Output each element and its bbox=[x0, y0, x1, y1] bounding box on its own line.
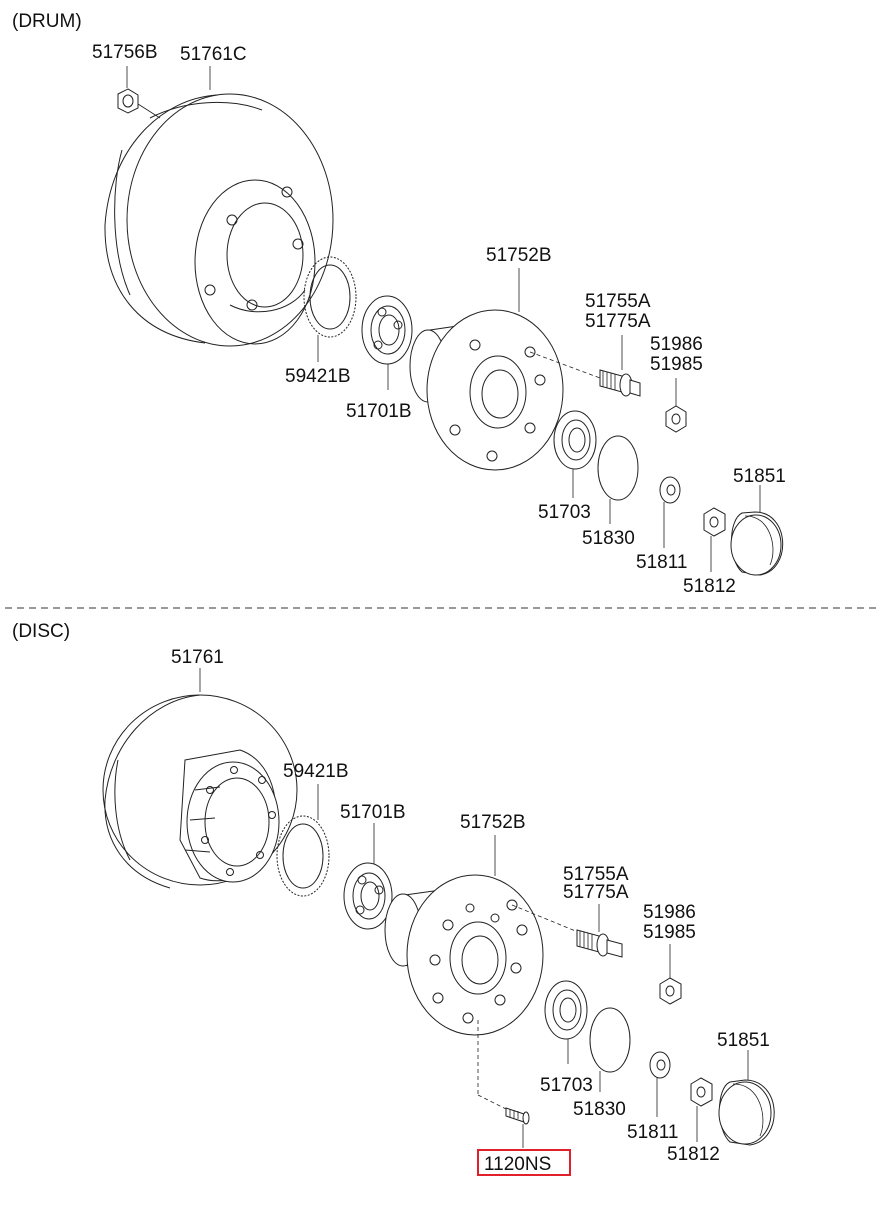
disc-hub-drawing bbox=[384, 835, 579, 1111]
hub-bolt-drawing bbox=[599, 335, 641, 397]
hub-cap-drawing bbox=[730, 485, 784, 576]
label-disc-inner-bearing: 51701B bbox=[340, 802, 406, 823]
washer-drawing bbox=[659, 476, 681, 548]
label-drum-bolt-a: 51755A bbox=[585, 291, 651, 312]
disc-inner-bearing-drawing bbox=[343, 823, 393, 930]
label-disc-brake-disc: 51761 bbox=[171, 647, 224, 668]
hub-nut-drawing bbox=[665, 378, 687, 433]
section-title-drum: (DRUM) bbox=[12, 11, 82, 32]
label-drum-brake-drum: 51761C bbox=[180, 44, 247, 65]
label-disc-screw: 1120NS bbox=[484, 1154, 551, 1175]
brake-disc-drawing bbox=[102, 668, 298, 889]
label-disc-snap-ring: 51830 bbox=[573, 1099, 626, 1120]
label-drum-hub-cap: 51851 bbox=[733, 466, 786, 487]
inner-bearing-drawing bbox=[361, 295, 413, 390]
label-drum-bolt-b: 51775A bbox=[585, 311, 651, 332]
label-drum-snap-ring: 51830 bbox=[582, 528, 635, 549]
disc-snap-ring-drawing bbox=[589, 1007, 631, 1092]
disc-lock-nut-drawing bbox=[690, 1077, 713, 1142]
disc-hub-nut-drawing bbox=[659, 944, 682, 1005]
label-drum-hub: 51752B bbox=[486, 245, 552, 266]
label-disc-hub: 51752B bbox=[460, 812, 526, 833]
label-drum-washer: 51811 bbox=[636, 552, 687, 573]
outer-bearing-drawing bbox=[553, 410, 597, 498]
label-disc-bolt-b: 51775A bbox=[563, 882, 629, 903]
label-disc-hub-cap: 51851 bbox=[717, 1030, 770, 1051]
label-drum-nut-a: 51986 bbox=[650, 334, 703, 355]
label-drum-outer-bearing: 51703 bbox=[538, 502, 591, 523]
disc-washer-drawing bbox=[649, 1051, 671, 1117]
label-disc-outer-bearing: 51703 bbox=[540, 1075, 593, 1096]
tone-wheel-drawing bbox=[303, 256, 357, 362]
disc-hub-bolt-drawing bbox=[576, 904, 623, 958]
section-title-disc: (DISC) bbox=[12, 621, 70, 642]
hub-drawing bbox=[409, 268, 601, 471]
snap-ring-drawing bbox=[597, 435, 639, 524]
label-drum-nut-b: 51985 bbox=[650, 354, 703, 375]
brake-drum-drawing bbox=[104, 93, 334, 347]
screw-highlight-box bbox=[477, 1149, 571, 1176]
lock-nut-drawing bbox=[703, 507, 726, 572]
label-disc-tone-wheel: 59421B bbox=[283, 761, 349, 782]
disc-hub-cap-drawing bbox=[718, 1050, 775, 1146]
wheel-nut-drawing bbox=[117, 66, 139, 114]
label-disc-lock-nut: 51812 bbox=[667, 1144, 720, 1165]
label-drum-nut: 51756B bbox=[92, 42, 158, 63]
label-disc-bolt-a: 51755A bbox=[563, 864, 629, 885]
disc-tone-wheel-drawing bbox=[276, 784, 330, 897]
screw-drawing bbox=[505, 1107, 530, 1148]
label-disc-nut-b: 51985 bbox=[643, 922, 696, 943]
label-drum-lock-nut: 51812 bbox=[683, 576, 736, 597]
disc-outer-bearing-drawing bbox=[544, 980, 588, 1064]
label-disc-nut-a: 51986 bbox=[643, 902, 696, 923]
label-drum-tone-wheel: 59421B bbox=[285, 366, 351, 387]
label-disc-washer: 51811 bbox=[627, 1122, 678, 1143]
label-drum-inner-bearing: 51701B bbox=[346, 401, 412, 422]
